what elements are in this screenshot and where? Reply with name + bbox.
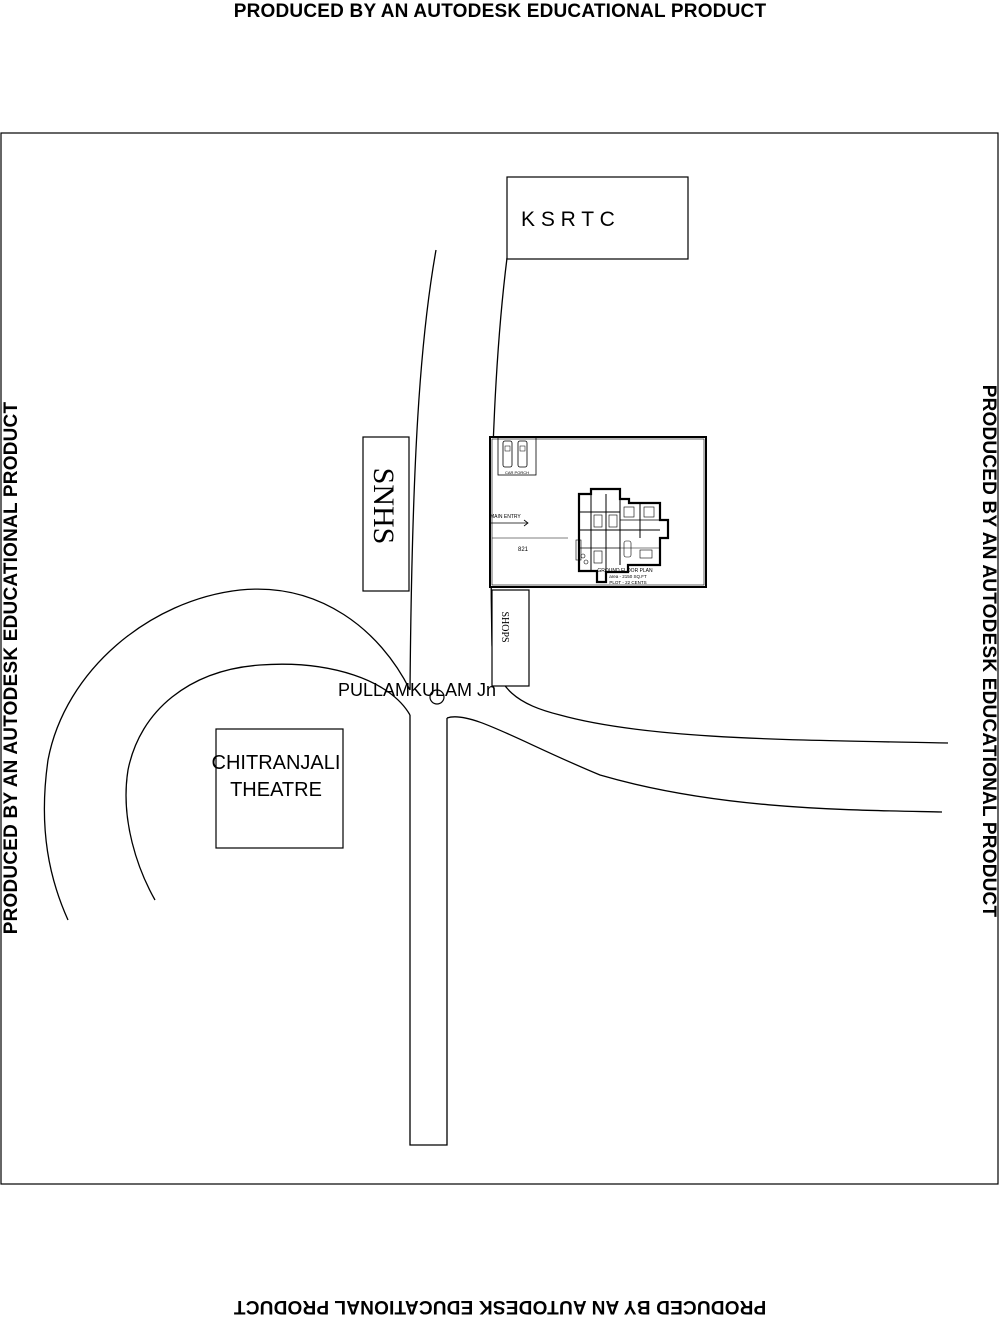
junction-label: PULLAMKULAM Jn bbox=[338, 680, 496, 700]
ksrtc-label: K S R T C bbox=[521, 208, 615, 231]
theatre-label-line1: CHITRANJALI bbox=[212, 752, 341, 774]
snhs-building: SNHS bbox=[362, 436, 410, 592]
car-porch: CAR PORCH bbox=[497, 436, 537, 476]
road-east-south-edge bbox=[446, 716, 943, 813]
map-frame bbox=[0, 132, 999, 1185]
watermark-top: PRODUCED BY AN AUTODESK EDUCATIONAL PROD… bbox=[233, 1, 767, 22]
road-east-north-edge bbox=[491, 644, 949, 744]
snhs-label: SNHS bbox=[367, 468, 400, 545]
roads bbox=[43, 249, 949, 1146]
junction-marker bbox=[429, 689, 445, 705]
plan-title: GROUND FLOOR PLAN bbox=[597, 568, 653, 574]
main-entry-label: MAIN ENTRY bbox=[490, 514, 521, 520]
road-south-west-edge bbox=[409, 715, 448, 1146]
main-entry-arrow bbox=[491, 519, 568, 539]
site-plot: CAR PORCH MAIN ENTRY 821 bbox=[489, 436, 707, 588]
plan-area: area - 2150 SQ.FT bbox=[609, 574, 647, 579]
ksrtc-building: K S R T C bbox=[506, 176, 689, 260]
theatre-label-line2: THEATRE bbox=[230, 779, 322, 801]
car-porch-label: CAR PORCH bbox=[505, 470, 529, 475]
shops-building: SHOPS bbox=[491, 589, 530, 687]
road-north-west-edge bbox=[409, 249, 437, 691]
shops-label: SHOPS bbox=[499, 611, 510, 642]
house-floor-plan bbox=[575, 487, 670, 584]
plan-plot: PLOT - 22 CENTS bbox=[609, 580, 646, 585]
road-west-outer-edge bbox=[43, 588, 411, 921]
road-west-inner-edge bbox=[125, 663, 411, 901]
theatre-building: CHITRANJALI THEATRE bbox=[212, 728, 344, 849]
dimension-label: 821 bbox=[518, 547, 529, 553]
